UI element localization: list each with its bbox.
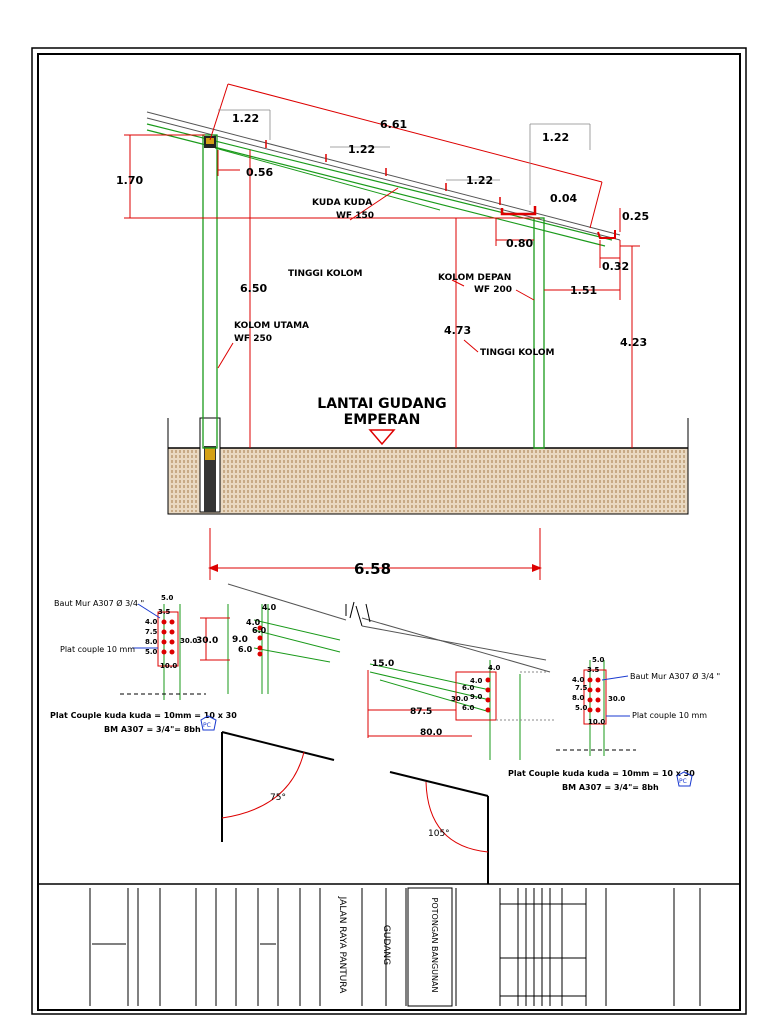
joint-dim-3: 4.0 xyxy=(470,677,483,685)
mid-dim-5: 6.0 xyxy=(238,645,253,654)
detail-right: Baut Mur A307 Ø 3/4 " Plat couple 10 mm … xyxy=(508,656,720,792)
label-rafter: KUDA KUDA xyxy=(312,198,372,208)
gutter-right xyxy=(597,230,616,239)
left-dim-3: 4.0 xyxy=(145,618,158,626)
joint-dim-4: 6.0 xyxy=(462,684,475,692)
label-rafter-size: WF 150 xyxy=(336,211,374,221)
joint-dim-1: 15.0 xyxy=(372,659,394,669)
dim-span: 6.58 xyxy=(354,560,391,578)
dim-gutter-width: 0.32 xyxy=(602,260,629,273)
detail-middle: 4.0 4.0 6.0 9.0 6.0 30.0 xyxy=(196,583,355,694)
label-col-height-1: TINGGI KOLOM xyxy=(288,269,363,279)
left-dim-8: 30.0 xyxy=(180,637,197,645)
joint-dim-7: 6.0 xyxy=(462,704,475,712)
left-pc-mark: PC xyxy=(203,722,211,729)
left-dim-4: 7.5 xyxy=(145,628,158,636)
right-pc-mark: PC xyxy=(679,778,687,785)
left-dim-1: 5.0 xyxy=(161,594,174,602)
label-floor-1: LANTAI GUDANG xyxy=(317,396,446,412)
title-project: JALAN RAYA PANTURA xyxy=(337,896,347,995)
dim-purlin-2: 1.22 xyxy=(348,143,375,156)
angle-105: 105° xyxy=(428,829,450,839)
mid-dim-6: 30.0 xyxy=(196,636,218,646)
left-note-2: BM A307 = 3/4"= 8bh xyxy=(104,725,201,734)
joint-dim-2: 4.0 xyxy=(488,664,501,672)
left-bolt-label: Baut Mur A307 Ø 3/4 " xyxy=(54,598,144,608)
dim-slope-length: 6.61 xyxy=(380,118,407,131)
front-column xyxy=(533,217,545,449)
label-front-column-size: WF 200 xyxy=(474,285,512,295)
left-note-1: Plat Couple kuda kuda = 10mm = 10 x 30 xyxy=(50,711,237,720)
floor-level-marker xyxy=(368,429,396,446)
label-main-column: KOLOM UTAMA xyxy=(234,321,309,331)
dim-rise: 1.70 xyxy=(116,174,143,187)
label-front-column: KOLOM DEPAN xyxy=(438,273,511,283)
right-dim-3: 4.0 xyxy=(572,676,585,684)
mid-dim-4: 9.0 xyxy=(232,635,248,645)
detail-left: Baut Mur A307 Ø 3/4 " Plat couple 10 mm … xyxy=(50,594,237,734)
dim-overhang: 0.56 xyxy=(246,166,273,179)
label-floor-2: EMPERAN xyxy=(344,412,421,428)
mid-dim-2: 4.0 xyxy=(246,618,261,627)
mid-dim-3: 6.0 xyxy=(252,626,267,635)
outer-frame xyxy=(31,47,747,1015)
right-note-2: BM A307 = 3/4"= 8bh xyxy=(562,783,659,792)
inner-frame xyxy=(37,53,741,1011)
title-sheet: POTONGAN BANGUNAN xyxy=(430,898,439,993)
dim-main-column-height: 6.50 xyxy=(240,282,267,295)
right-dim-7: 10.0 xyxy=(588,718,605,726)
left-plate-label: Plat couple 10 mm xyxy=(60,645,135,654)
joint-dim-5: 9.0 xyxy=(470,693,483,701)
dim-canopy: 1.51 xyxy=(570,284,597,297)
right-dim-5: 8.0 xyxy=(572,694,585,702)
dim-gutter-height: 0.25 xyxy=(622,210,649,223)
angle-75: 75° xyxy=(270,793,286,803)
angle-detail-75: 75° xyxy=(221,731,335,842)
roof-sheet xyxy=(146,111,621,236)
gutter-left xyxy=(500,206,537,216)
joint-dim-9: 80.0 xyxy=(420,728,442,738)
right-dim-8: 30.0 xyxy=(608,695,625,703)
dim-purlin-3: 1.22 xyxy=(466,174,493,187)
label-col-height-2: TINGGI KOLOM xyxy=(480,348,555,358)
title-block: JALAN RAYA PANTURA GUDANG POTONGAN BANGU… xyxy=(37,883,741,1011)
label-main-column-size: WF 250 xyxy=(234,334,272,344)
dim-front-offset: 0.80 xyxy=(506,237,533,250)
joint-dim-8: 87.5 xyxy=(410,707,432,717)
dim-front-column-height: 4.73 xyxy=(444,324,471,337)
dim-purlin-4: 1.22 xyxy=(542,131,569,144)
mid-dim-1: 4.0 xyxy=(262,603,277,612)
dim-gutter-gap: 0.04 xyxy=(550,192,577,205)
dim-eave-height: 4.23 xyxy=(620,336,647,349)
left-dim-6: 5.0 xyxy=(145,648,158,656)
connection-details: Baut Mur A307 Ø 3/4 " Plat couple 10 mm … xyxy=(50,583,720,884)
left-dim-7: 10.0 xyxy=(160,662,177,670)
main-column xyxy=(202,134,218,449)
right-dim-6: 5.0 xyxy=(575,704,588,712)
building-section: 6.61 1.22 1.22 1.22 1.22 1.70 0.56 0.04 … xyxy=(116,83,689,580)
right-plate-label: Plat couple 10 mm xyxy=(632,711,707,720)
right-dim-1: 5.0 xyxy=(592,656,605,664)
right-dim-4: 7.5 xyxy=(575,684,588,692)
joint-dim-6: 30.0 xyxy=(451,695,468,703)
title-building: GUDANG xyxy=(381,925,391,965)
left-dim-5: 8.0 xyxy=(145,638,158,646)
left-dim-2: 3.5 xyxy=(158,608,171,616)
detail-right-joint: 15.0 4.0 4.0 6.0 9.0 30.0 6.0 87.5 80.0 xyxy=(355,603,556,760)
dim-purlin-1: 1.22 xyxy=(232,112,259,125)
right-dim-2: 3.5 xyxy=(587,666,600,674)
right-bolt-label: Baut Mur A307 Ø 3/4 " xyxy=(630,671,720,681)
angle-detail-105: 105° xyxy=(389,771,489,884)
right-note-1: Plat Couple kuda kuda = 10mm = 10 x 30 xyxy=(508,769,695,778)
rafter-bottom xyxy=(146,129,606,247)
